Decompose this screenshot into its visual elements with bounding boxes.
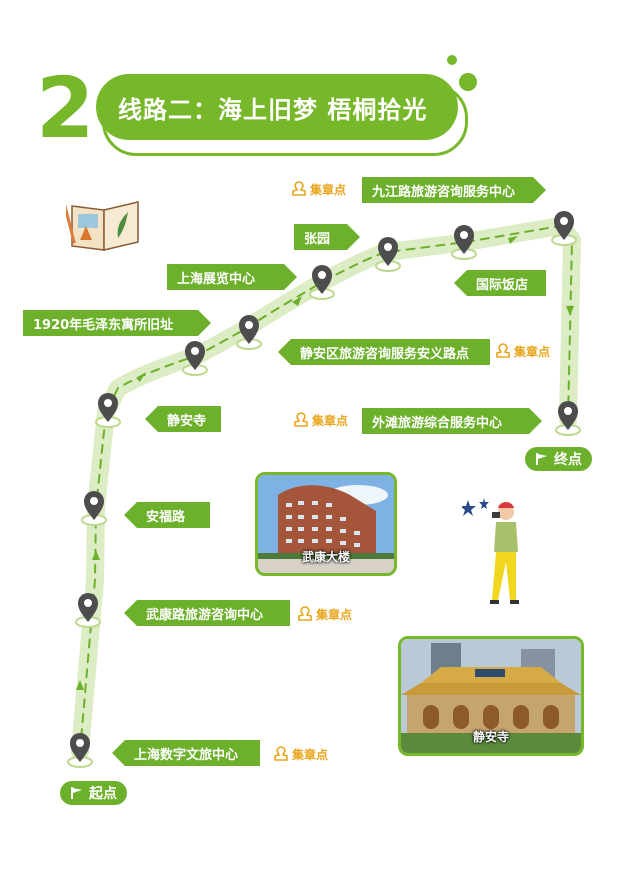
stamp-label: 集章点 [292, 747, 329, 762]
stamp-icon [292, 181, 306, 196]
stamp-label: 集章点 [316, 607, 353, 622]
station-label-jiujiang: 九江路旅游咨询服务中心 [362, 177, 546, 203]
station-label-maozedong: 1920年毛泽东寓所旧址 [23, 310, 211, 336]
stamp-label: 集章点 [514, 344, 551, 359]
location-pin-icon [236, 315, 262, 350]
title-decor-dots [447, 55, 477, 91]
station-label-zhangyuan: 张园 [294, 224, 360, 250]
page-title: 线路二：海上旧梦 梧桐拾光 [96, 74, 458, 140]
jingan-temple-image [401, 639, 581, 753]
station-label-zhanlan: 上海展览中心 [167, 264, 297, 290]
end-label: 终点 [554, 452, 582, 468]
stamp-icon [496, 343, 510, 358]
stamp-point-jiujiang: 集章点 [290, 180, 346, 198]
flag-icon [536, 453, 547, 465]
station-label-anfu: 安福路 [124, 502, 210, 528]
route-number: 2 [36, 59, 95, 157]
route-dashes [79, 224, 574, 753]
wukang-building-image [258, 475, 394, 573]
location-pin-icon [182, 341, 208, 376]
end-badge: 终点 [525, 447, 592, 471]
photo-jingan-temple: 静安寺 [398, 636, 584, 756]
station-label-digital: 上海数字文旅中心 [112, 740, 260, 766]
stamp-label: 集章点 [312, 413, 349, 428]
location-pin-icon [67, 733, 93, 768]
tourist-illustration [462, 498, 519, 604]
station-label-waitan: 外滩旅游综合服务中心 [362, 408, 542, 434]
location-pin-icon [451, 225, 477, 260]
route-arrows [76, 236, 574, 690]
stamp-point-waitan: 集章点 [292, 411, 348, 429]
location-pin-icon [551, 211, 577, 246]
flag-icon [71, 787, 82, 799]
photo-caption-jingan: 静安寺 [472, 730, 509, 744]
station-label-wukang: 武康路旅游咨询中心 [124, 600, 290, 626]
notebook-illustration [66, 201, 139, 251]
stamp-point-wukang: 集章点 [296, 605, 352, 623]
location-pin-icon [75, 593, 101, 628]
photo-caption-wukang: 武康大楼 [301, 550, 350, 564]
photo-wukang-building: 武康大楼 [255, 472, 397, 576]
station-label-guoji: 国际饭店 [454, 270, 546, 296]
location-pin-icon [95, 393, 121, 428]
stamp-icon [298, 606, 312, 621]
station-label-jingan-center: 静安区旅游咨询服务安义路点 [278, 339, 490, 365]
location-pin-icon [555, 401, 581, 436]
start-label: 起点 [89, 786, 117, 802]
stamp-point-digital: 集章点 [272, 745, 328, 763]
station-label-jingansi: 静安寺 [145, 406, 221, 432]
stamp-icon [294, 412, 308, 427]
stamp-label: 集章点 [310, 182, 347, 197]
start-badge: 起点 [60, 781, 127, 805]
stamp-point-jingan-center: 集章点 [494, 342, 550, 360]
location-pin-icon [81, 491, 107, 526]
stamp-icon [274, 746, 288, 761]
location-pin-icon [309, 265, 335, 300]
location-pin-icon [375, 237, 401, 272]
